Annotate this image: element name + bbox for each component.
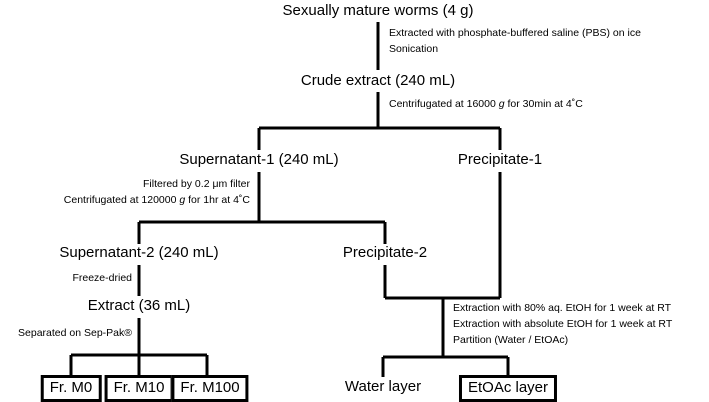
annotation-pbs-extraction: Extracted with phosphate-buffered saline… <box>389 25 641 57</box>
annotation-text-post: for 30min at 4˚C <box>504 98 583 110</box>
node-extract: Extract (36 mL) <box>88 297 191 315</box>
node-label: Sexually mature worms (4 g) <box>282 2 474 19</box>
annotation-line: Extraction with 80% aq. EtOH for 1 week … <box>453 302 672 314</box>
annotation-line: Freeze-dried <box>72 272 132 284</box>
annotation-line: Centrifugated at 120000 g for 1hr at 4˚C <box>64 192 250 208</box>
node-supernatant-1: Supernatant-1 (240 mL) <box>179 151 338 169</box>
node-label: Supernatant-2 (240 mL) <box>59 244 219 261</box>
node-label: Fr. M10 <box>113 379 165 396</box>
node-precipitate-1: Precipitate-1 <box>458 151 542 169</box>
annotation-text-italic-g: g <box>498 98 505 110</box>
annotation-line: Extracted with phosphate-buffered saline… <box>389 27 641 39</box>
annotation-centrifuge-16000g: Centrifugated at 16000 g for 30min at 4˚… <box>389 96 583 112</box>
node-fraction-m10: Fr. M10 <box>104 375 174 402</box>
node-crude-extract: Crude extract (240 mL) <box>301 72 455 90</box>
annotation-text-pre: Centrifugated at 120000 <box>63 194 180 206</box>
node-label: Fr. M0 <box>49 379 93 396</box>
node-label: Precipitate-2 <box>342 244 428 261</box>
node-label: Extract (36 mL) <box>87 297 191 314</box>
node-sexually-mature-worms: Sexually mature worms (4 g) <box>283 2 474 20</box>
annotation-filter-and-ultracentrifuge: Filtered by 0.2 μm filter Centrifugated … <box>64 176 250 208</box>
annotation-line: Sonication <box>389 43 439 55</box>
node-water-layer: Water layer <box>345 378 421 396</box>
annotation-text-post: for 1hr at 4˚C <box>185 194 250 206</box>
annotation-freeze-dried: Freeze-dried <box>72 270 132 286</box>
annotation-line: Centrifugated at 16000 g for 30min at 4˚… <box>389 96 583 112</box>
node-label: EtOAc layer <box>467 379 549 396</box>
node-fraction-m100: Fr. M100 <box>171 375 249 402</box>
node-fraction-m0: Fr. M0 <box>40 375 102 402</box>
annotation-line: Partition (Water / EtOAc) <box>453 334 569 346</box>
annotation-sep-pak: Separated on Sep-Pak® <box>18 325 132 341</box>
node-label: Supernatant-1 (240 mL) <box>179 151 339 168</box>
node-label: Water layer <box>344 378 422 395</box>
annotation-line: Filtered by 0.2 μm filter <box>143 178 250 190</box>
node-label: Precipitate-1 <box>457 151 543 168</box>
annotation-text-italic-g: g <box>179 194 186 206</box>
node-label: Fr. M100 <box>180 379 240 396</box>
node-etoac-layer: EtOAc layer <box>458 375 558 402</box>
annotation-line: Separated on Sep-Pak® <box>18 327 132 339</box>
annotation-text-pre: Centrifugated at 16000 <box>389 98 499 110</box>
node-precipitate-2: Precipitate-2 <box>343 244 427 262</box>
annotation-line: Extraction with absolute EtOH for 1 week… <box>453 318 673 330</box>
annotation-etoh-extraction-partition: Extraction with 80% aq. EtOH for 1 week … <box>453 300 672 348</box>
node-supernatant-2: Supernatant-2 (240 mL) <box>59 244 218 262</box>
node-label: Crude extract (240 mL) <box>300 72 456 89</box>
